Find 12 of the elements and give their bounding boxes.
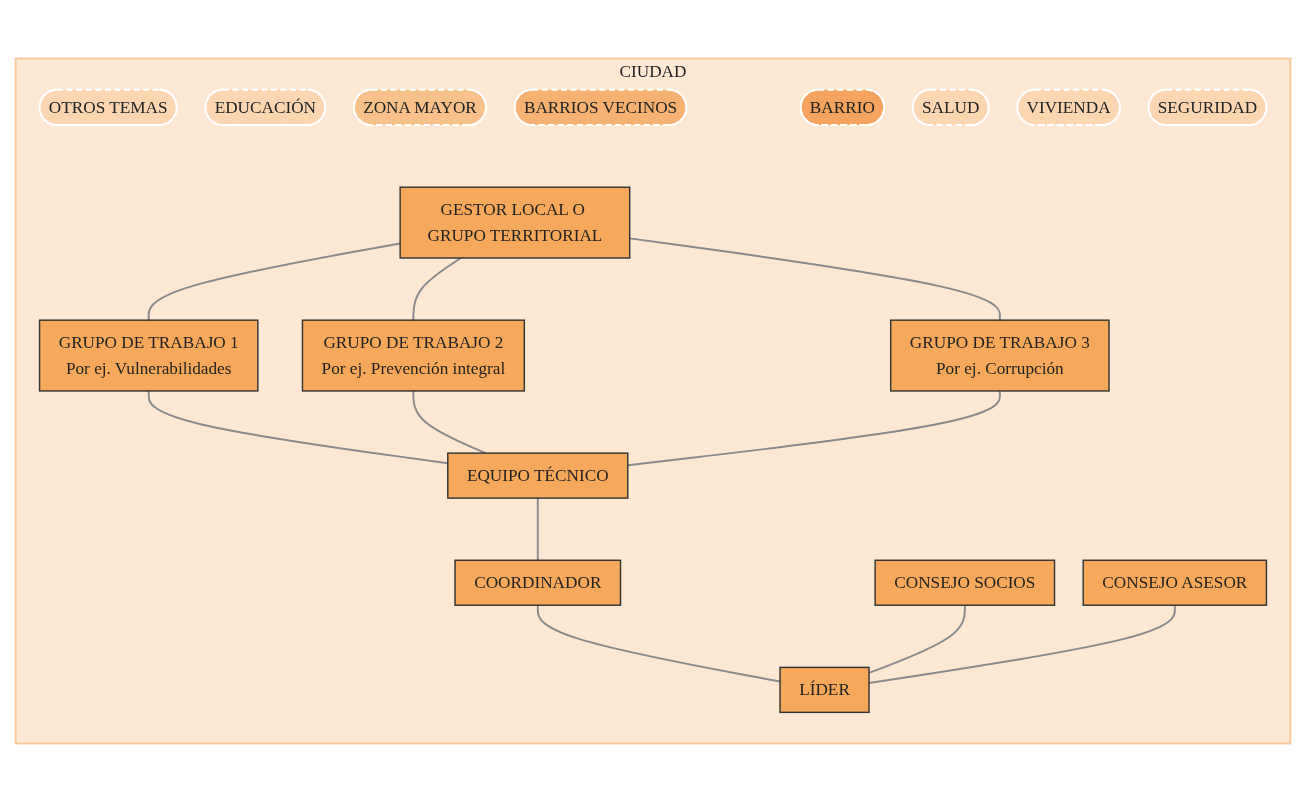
connector [412, 256, 462, 321]
node-box: CONSEJO SOCIOS [874, 559, 1056, 606]
node-box: EQUIPO TÉCNICO [447, 451, 629, 499]
node-box: COORDINADOR [454, 559, 622, 606]
connector [536, 603, 781, 682]
node-box: GRUPO DE TRABAJO 1 Por ej. Vulnerabilidades [38, 318, 259, 392]
node-box: GRUPO DE TRABAJO 3 Por ej. Corrupción [890, 318, 1110, 392]
node-box: CONSEJO ASESOR [1082, 559, 1268, 606]
node-box: GRUPO DE TRABAJO 2 Por ej. Prevención integral [301, 318, 526, 392]
connector [536, 496, 539, 561]
node-box: GESTOR LOCAL O GRUPO TERRITORIAL [399, 186, 631, 259]
node-box: LÍDER [779, 666, 870, 713]
